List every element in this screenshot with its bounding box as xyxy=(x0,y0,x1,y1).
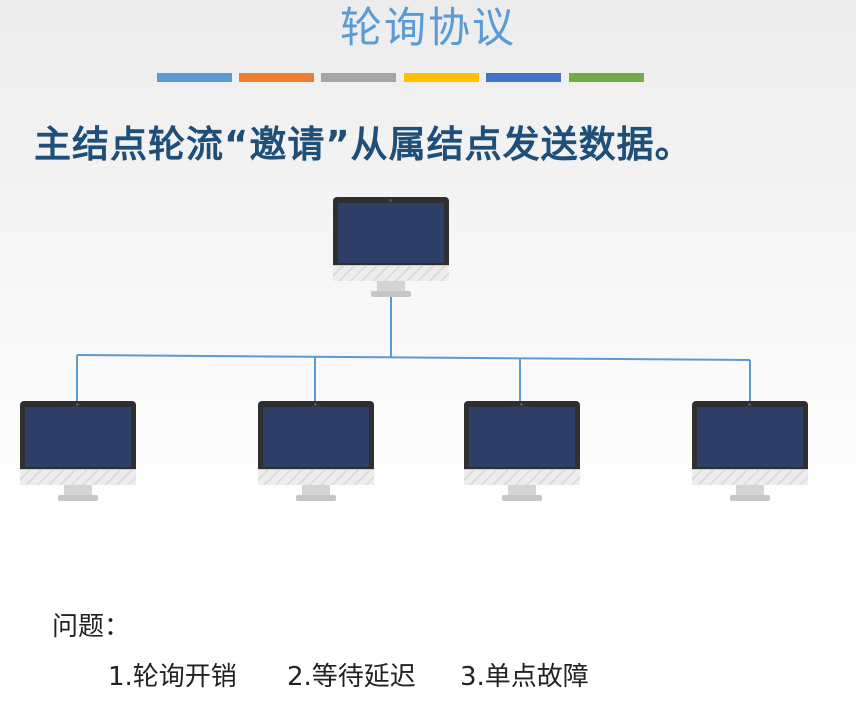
slave-node-1-monitor-icon xyxy=(20,401,136,501)
color-bar-5 xyxy=(486,73,561,82)
question-label: 问题： xyxy=(52,612,131,642)
color-bar-1 xyxy=(157,73,232,82)
slave-node-2-monitor-icon xyxy=(258,401,374,501)
slide-title: 轮询协议 xyxy=(339,3,516,52)
bus-line xyxy=(76,354,751,361)
color-bar-2 xyxy=(239,73,314,82)
issue-item-3: 3.单点故障 xyxy=(460,662,589,692)
color-bar-4 xyxy=(404,73,479,82)
color-bar-3 xyxy=(321,73,396,82)
slave-node-4-monitor-icon xyxy=(692,401,808,501)
slave-node-3-monitor-icon xyxy=(464,401,580,501)
headline-text: 主结点轮流“邀请”从属结点发送数据。 xyxy=(34,123,693,166)
color-bar-6 xyxy=(569,73,644,82)
master-node-monitor-icon xyxy=(333,197,449,297)
issue-item-1: 1.轮询开销 xyxy=(108,662,237,692)
issue-item-2: 2.等待延迟 xyxy=(287,662,416,692)
